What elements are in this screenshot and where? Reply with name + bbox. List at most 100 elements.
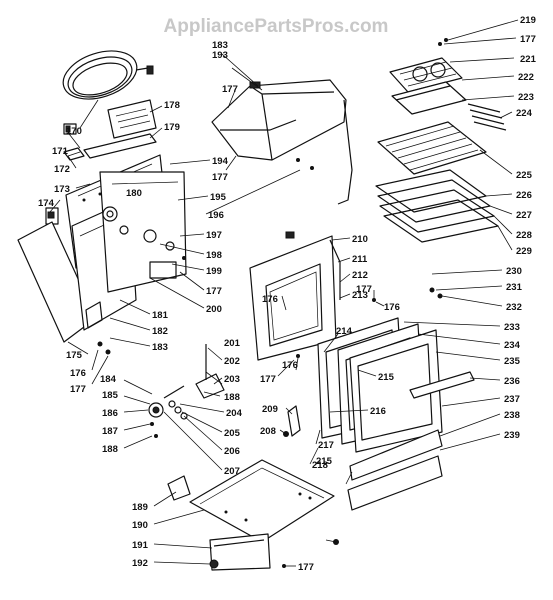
callout-213: 213 <box>352 290 368 301</box>
oven-door-handle[interactable] <box>409 371 475 399</box>
callout-220: 221 <box>520 54 537 65</box>
oven-rack[interactable] <box>377 121 487 175</box>
screws <box>97 38 448 568</box>
callout-labels: 170 171 172 173 174 175 176 177 178 179 … <box>38 15 537 573</box>
callout-237: 238 <box>504 410 520 421</box>
callout-172: 172 <box>54 164 70 175</box>
callout-177: 177 <box>520 34 536 45</box>
callout-210: 210 <box>352 234 368 245</box>
callout-177: 177 <box>212 172 228 183</box>
callout-199: 199 <box>206 266 222 277</box>
callout-234: 235 <box>504 356 521 367</box>
callout-171: 171 <box>52 146 69 157</box>
callout-227: 228 <box>516 230 532 241</box>
callout-181: 181 <box>152 310 169 321</box>
callout-182: 182 <box>152 326 168 337</box>
callout-177: 177 <box>70 384 86 395</box>
callout-188: 188 <box>224 392 240 403</box>
callout-221: 222 <box>518 72 534 83</box>
wiring-diagram-label[interactable] <box>107 99 157 139</box>
callout-195: 195 <box>210 192 227 203</box>
cooktop-top[interactable] <box>211 79 353 205</box>
callout-174: 174 <box>38 198 55 209</box>
callout-215: 215 <box>316 456 333 467</box>
callout-208: 208 <box>260 426 276 437</box>
drawer-bottom[interactable] <box>167 459 335 543</box>
callout-226: 227 <box>516 210 532 221</box>
callout-209: 209 <box>262 404 278 415</box>
callout-224: 225 <box>516 170 533 181</box>
callout-177: 177 <box>298 562 314 573</box>
callout-216: 216 <box>370 406 386 417</box>
callout-176: 176 <box>70 368 86 379</box>
callout-177: 177 <box>222 84 238 95</box>
callout-177: 177 <box>206 286 222 297</box>
callout-177: 177 <box>260 374 276 385</box>
callout-222: 223 <box>518 92 534 103</box>
callout-219: 219 <box>520 15 536 26</box>
callout-202: 202 <box>224 356 240 367</box>
callout-206: 206 <box>224 446 240 457</box>
callout-211: 211 <box>352 254 368 265</box>
callout-238: 239 <box>504 430 520 441</box>
callout-191: 191 <box>132 540 149 551</box>
callout-183: 183 <box>152 342 168 353</box>
callout-192: 192 <box>132 558 148 569</box>
callout-200: 200 <box>206 304 222 315</box>
callout-188: 188 <box>102 444 118 455</box>
oven-cavity[interactable] <box>99 171 187 293</box>
callout-189: 189 <box>132 502 148 513</box>
callout-212: 212 <box>352 270 368 281</box>
callout-177: 177 <box>356 284 372 295</box>
callout-232: 233 <box>504 322 520 333</box>
oven-door-frame[interactable] <box>249 231 341 361</box>
watermark: AppliancePartsPros.com <box>164 16 389 37</box>
callout-201: 201 <box>224 338 241 349</box>
oven-door-outer-panel[interactable] <box>349 329 443 453</box>
callout-184: 184 <box>100 374 117 385</box>
callout-186: 186 <box>102 408 118 419</box>
power-cord[interactable] <box>57 42 154 107</box>
leader-lines <box>49 19 519 567</box>
callout-205: 205 <box>224 428 241 439</box>
oven-bottom-panels[interactable] <box>375 169 499 243</box>
callout-170: 170 <box>66 126 82 137</box>
back-insulation[interactable] <box>83 133 157 159</box>
terminal-cover[interactable] <box>45 207 59 225</box>
burner-grates[interactable] <box>389 57 463 93</box>
control-switch-assembly[interactable] <box>148 344 225 420</box>
broiler-pan[interactable] <box>467 103 507 131</box>
callout-203: 203 <box>224 374 240 385</box>
callout-179: 179 <box>164 122 180 133</box>
callout-185: 185 <box>102 390 119 401</box>
callout-214: 214 <box>336 326 353 337</box>
callout-215: 215 <box>378 372 395 383</box>
callout-176: 176 <box>262 294 278 305</box>
kick-panel[interactable] <box>347 429 443 511</box>
callout-187: 187 <box>102 426 118 437</box>
callout-207: 207 <box>224 466 240 477</box>
door-hinge[interactable] <box>283 405 301 437</box>
callout-198: 198 <box>206 250 222 261</box>
callout-218: 218 <box>312 460 328 471</box>
callout-230: 231 <box>506 282 523 293</box>
callout-197: 197 <box>206 230 222 241</box>
callout-190: 190 <box>132 520 148 531</box>
callout-183: 183 <box>212 40 228 51</box>
callout-193: 193 <box>212 50 228 61</box>
callout-225: 226 <box>516 190 532 201</box>
callout-228: 229 <box>516 246 532 257</box>
callout-217: 217 <box>318 440 334 451</box>
callout-176: 176 <box>282 360 298 371</box>
callout-173: 173 <box>54 184 70 195</box>
callout-235: 236 <box>504 376 520 387</box>
callout-236: 237 <box>504 394 520 405</box>
callout-229: 230 <box>506 266 522 277</box>
callout-196: 196 <box>208 210 224 221</box>
drawer-front[interactable] <box>209 533 271 571</box>
callout-180: 180 <box>126 188 142 199</box>
callout-194: 194 <box>212 156 229 167</box>
callout-233: 234 <box>504 340 521 351</box>
callout-178: 178 <box>164 100 180 111</box>
